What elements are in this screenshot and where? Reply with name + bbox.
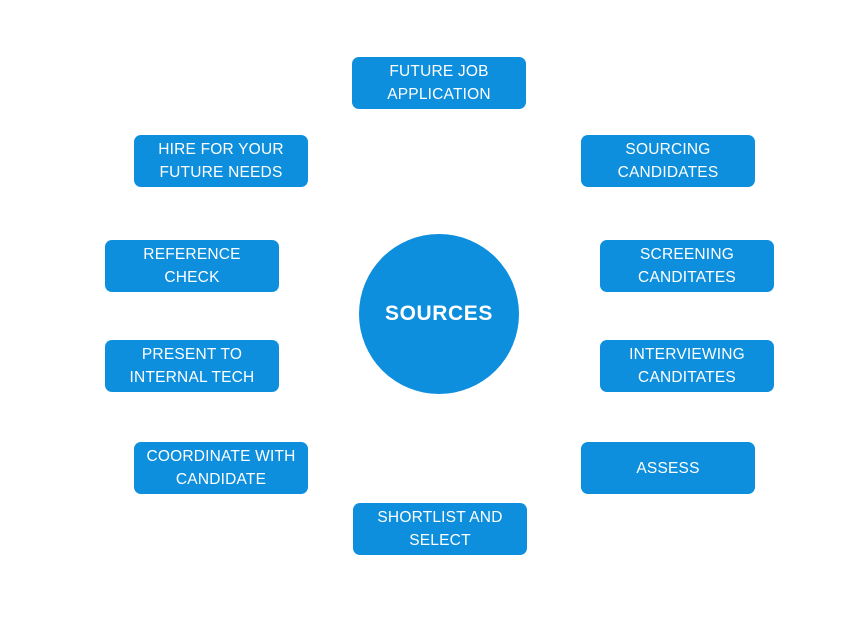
node-sourcing-candidates: SOURCING CANDIDATES: [581, 135, 755, 187]
node-label: INTERVIEWING CANDITATES: [629, 346, 745, 386]
node-label: ASSESS: [636, 459, 700, 477]
node-hire-for-your-future-needs: HIRE FOR YOUR FUTURE NEEDS: [134, 135, 308, 187]
center-label: SOURCES: [384, 302, 494, 325]
node-screening-canditates: SCREENING CANDITATES: [600, 240, 774, 292]
node-label: SHORTLIST AND SELECT: [377, 509, 503, 549]
node-interviewing-canditates: INTERVIEWING CANDITATES: [600, 340, 774, 392]
node-label: REFERENCE CHECK: [143, 246, 241, 286]
node-label: SOURCING CANDIDATES: [617, 141, 719, 181]
node-future-job-application: FUTURE JOB APPLICATION: [352, 57, 526, 109]
node-reference-check: REFERENCE CHECK: [105, 240, 279, 292]
node-label: HIRE FOR YOUR FUTURE NEEDS: [158, 141, 284, 181]
node-label: COORDINATE WITH CANDIDATE: [146, 448, 296, 488]
node-label: PRESENT TO INTERNAL TECH: [129, 346, 255, 386]
node-present-to-internal-tech: PRESENT TO INTERNAL TECH: [105, 340, 279, 392]
node-assess: ASSESS: [581, 442, 755, 494]
node-label: FUTURE JOB APPLICATION: [387, 63, 491, 103]
node-shortlist-and-select: SHORTLIST AND SELECT: [353, 503, 527, 555]
center-circle: SOURCES: [359, 234, 519, 394]
node-label: SCREENING CANDITATES: [638, 246, 736, 286]
node-coordinate-with-candidate: COORDINATE WITH CANDIDATE: [134, 442, 308, 494]
